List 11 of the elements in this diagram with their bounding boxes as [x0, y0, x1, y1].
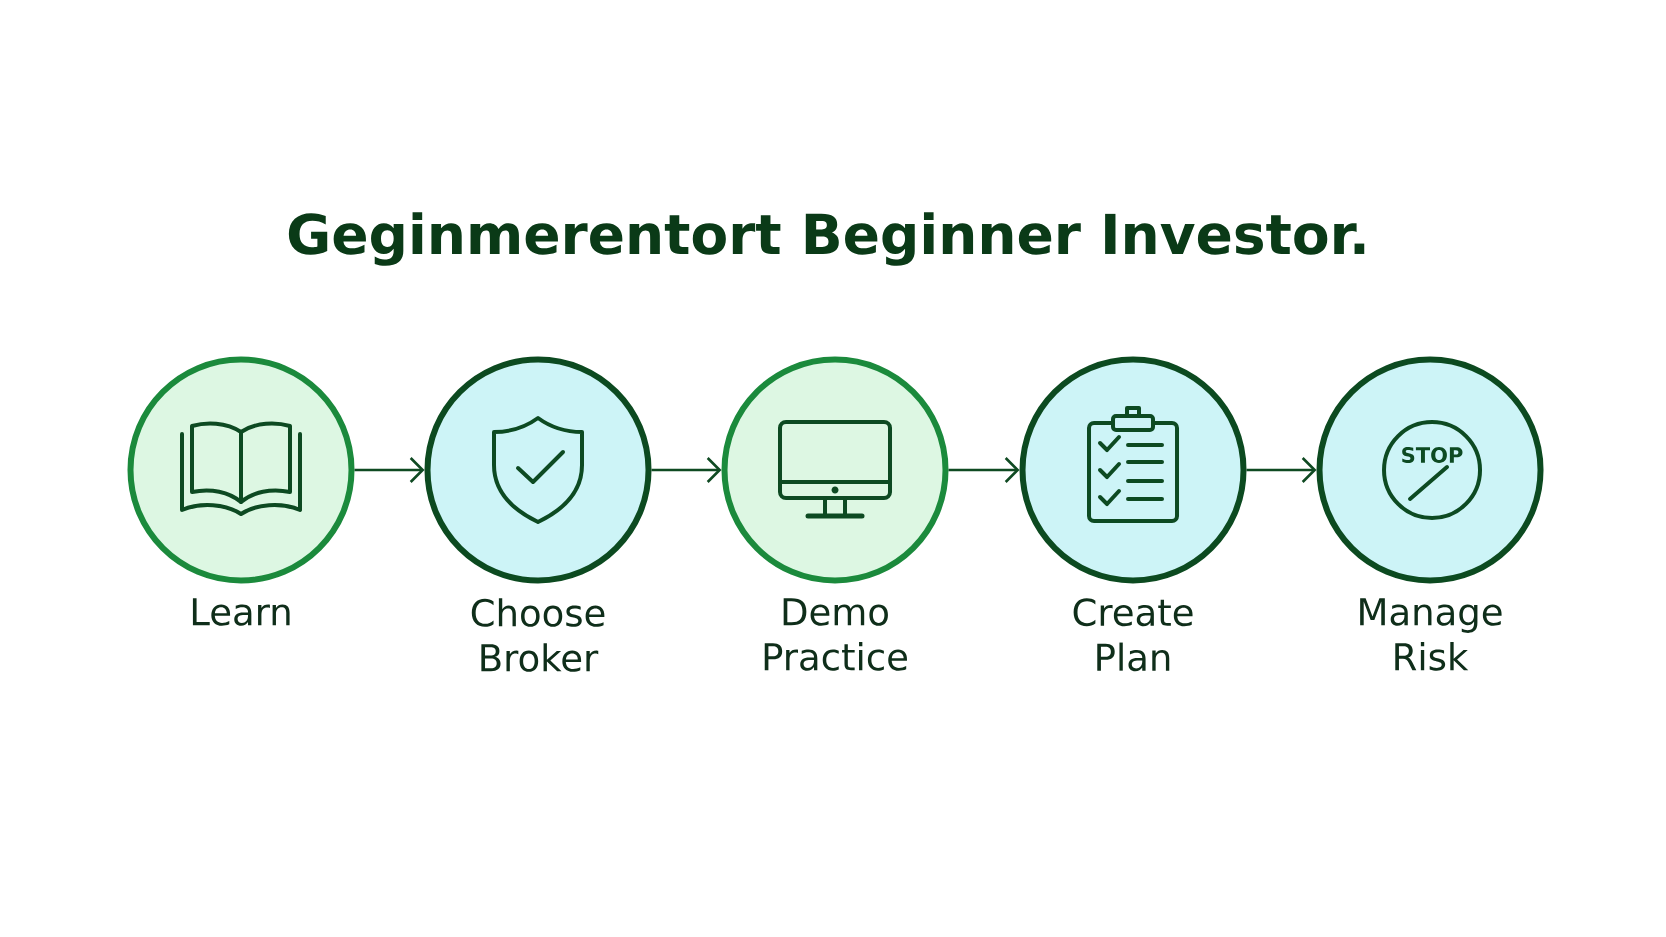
- arrow: [1246, 457, 1317, 483]
- arrow: [651, 457, 722, 483]
- arrow: [948, 457, 1020, 483]
- step-label: Demo Practice: [764, 598, 907, 671]
- stop-text: STOP: [1402, 447, 1463, 463]
- step-label: Manage Risk: [1360, 598, 1502, 671]
- step-label: Learn: [192, 598, 290, 626]
- title: Geginmerentort Beginner Investor.: [288, 212, 1365, 266]
- step-label: Create Plan: [1073, 598, 1193, 672]
- arrow: [354, 457, 425, 483]
- step-label: Choose Broker: [471, 598, 605, 672]
